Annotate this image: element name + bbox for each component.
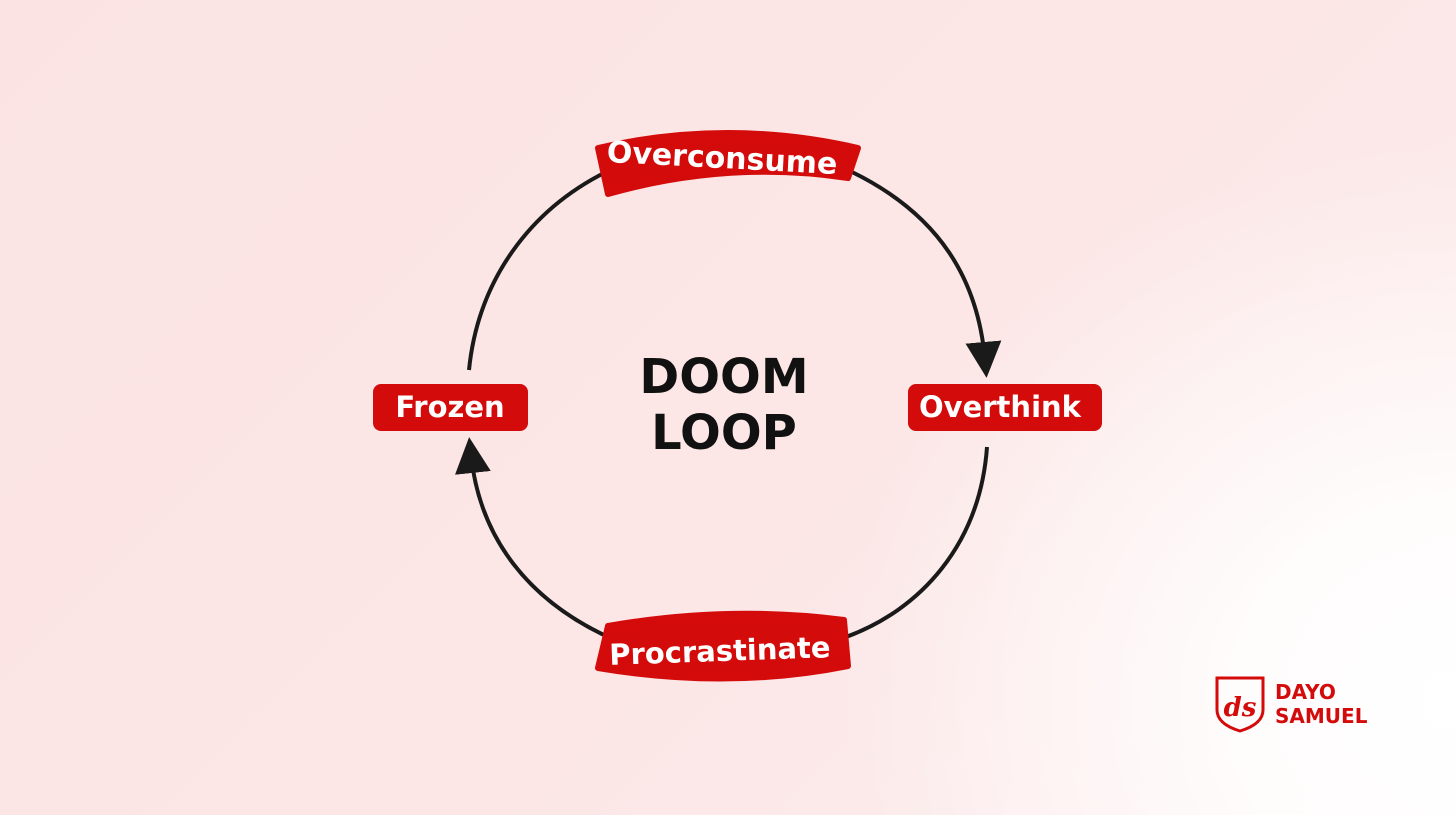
- node-overconsume: Overconsume: [595, 130, 861, 197]
- node-frozen-label: Frozen: [395, 390, 504, 424]
- brand-shield-icon: [1215, 676, 1265, 733]
- node-overthink-box: [908, 384, 1102, 431]
- node-overconsume-banner: [595, 130, 861, 197]
- node-overthink-label: Overthink: [919, 390, 1082, 424]
- arc-procrastinate-to-frozen: [455, 437, 607, 638]
- cycle-arcs: [455, 170, 1002, 639]
- brand-logo: ds DAYO SAMUEL: [1215, 676, 1368, 733]
- node-procrastinate-banner: [595, 610, 851, 682]
- arc-overthink-to-procrastinate: [845, 446, 989, 639]
- center-title-line2: LOOP: [651, 405, 797, 461]
- arc-frozen-to-overconsume: [467, 170, 607, 371]
- node-overthink: Overthink: [908, 384, 1102, 431]
- node-procrastinate-label: Procrastinate: [609, 630, 831, 672]
- brand-name-line1: DAYO: [1275, 680, 1336, 704]
- center-title: DOOM LOOP: [639, 349, 808, 461]
- brand-monogram: ds: [1224, 693, 1257, 723]
- node-frozen-box: [373, 384, 528, 431]
- node-procrastinate: Procrastinate: [595, 610, 851, 682]
- brand-name-line2: SAMUEL: [1275, 704, 1368, 728]
- center-title-line1: DOOM: [639, 349, 808, 405]
- arc-overconsume-to-overthink: [851, 170, 1002, 378]
- node-frozen: Frozen: [373, 384, 528, 431]
